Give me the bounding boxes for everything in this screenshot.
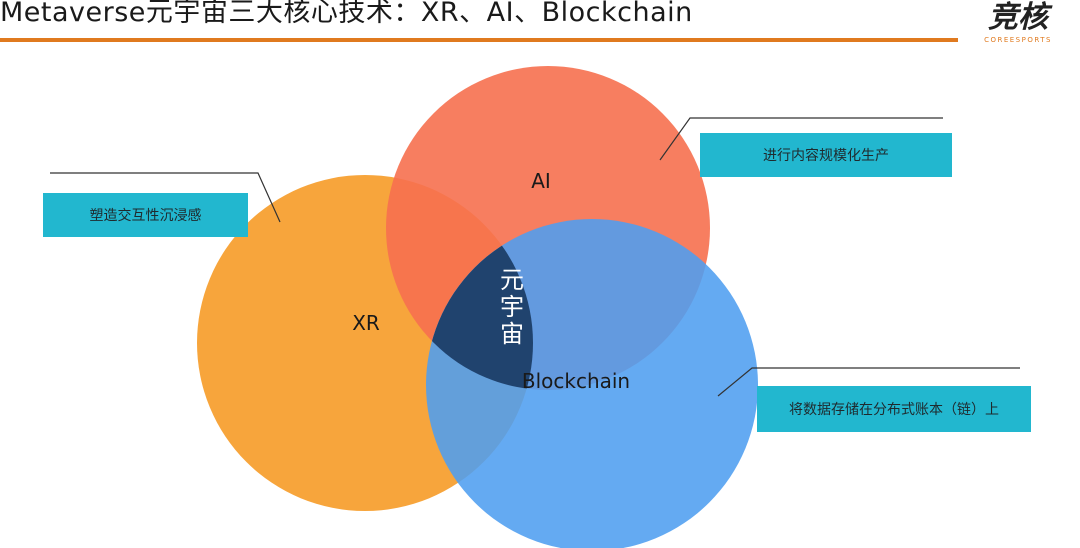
- center-intersection: [426, 219, 533, 390]
- logo-subtitle: COREESPORTS: [984, 36, 1052, 44]
- blockchain-circle-label: Blockchain: [522, 369, 630, 393]
- blockchain-callout: 将数据存储在分布式账本（链）上: [757, 386, 1031, 432]
- center-char-1: 元: [500, 266, 524, 294]
- xr-callout: 塑造交互性沉浸感: [43, 193, 248, 237]
- ai-leader-line: [659, 117, 943, 161]
- center-char-3: 宙: [500, 320, 524, 348]
- logo: 竞核 COREESPORTS: [970, 0, 1066, 50]
- ai-circle-label: AI: [531, 169, 551, 193]
- ai-callout: 进行内容规模化生产: [700, 133, 952, 177]
- title-underline: [0, 38, 958, 42]
- xr-circle-label: XR: [352, 311, 380, 335]
- logo-wordmark: 竞核: [988, 0, 1048, 35]
- xr-leader-line: [50, 172, 281, 223]
- page-title: Metaverse元宇宙三大核心技术：XR、AI、Blockchain: [0, 0, 693, 28]
- center-char-2: 宇: [500, 293, 524, 321]
- blockchain-leader-line: [717, 367, 1020, 397]
